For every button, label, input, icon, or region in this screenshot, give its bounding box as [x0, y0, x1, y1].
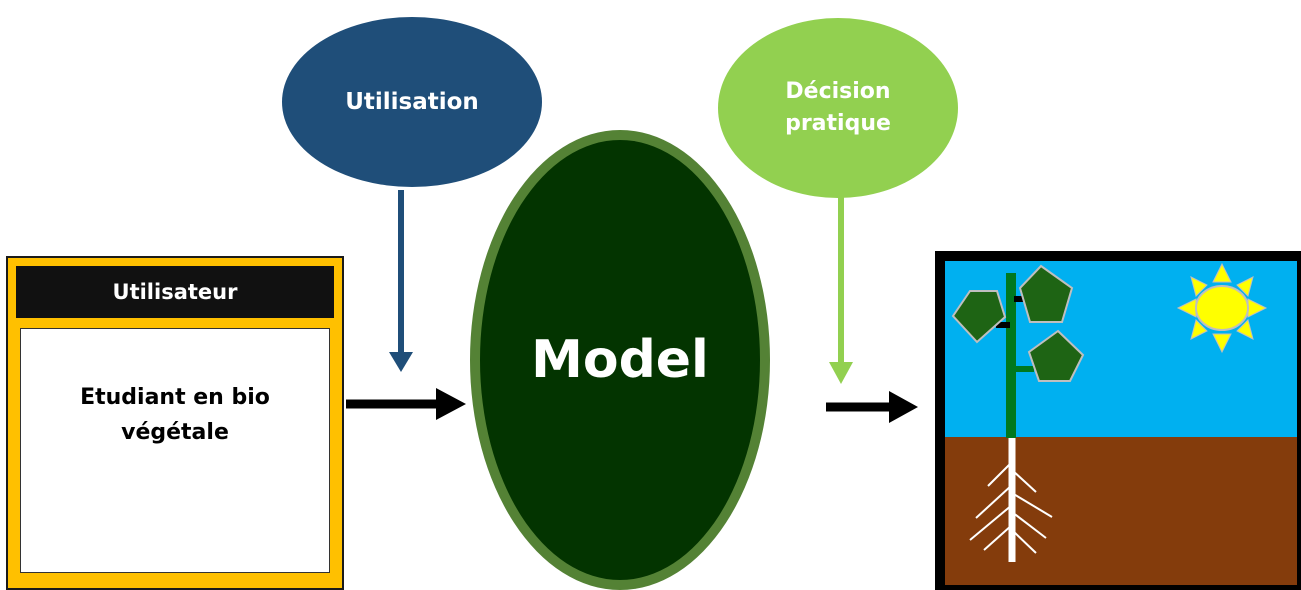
user-node: Utilisateur Etudiant en bio végétale [6, 256, 344, 590]
user-header-label: Utilisateur [112, 280, 238, 304]
soil [945, 437, 1297, 585]
connector-decision [829, 195, 853, 384]
stem [996, 273, 1034, 438]
sun-icon [1176, 262, 1268, 354]
model-node: Model [470, 130, 770, 590]
decision-label: Décision pratique [785, 79, 891, 136]
plant-illustration [935, 251, 1301, 590]
leaves [951, 264, 1085, 382]
roots [969, 438, 1053, 562]
user-body-label: Etudiant en bio végétale [80, 385, 270, 445]
utilisation-label: Utilisation [345, 89, 479, 115]
arrow-user-to-model [346, 388, 466, 420]
user-header: Utilisateur [16, 266, 334, 318]
model-label: Model [531, 330, 709, 390]
connector-utilisation [389, 190, 413, 372]
arrow-model-to-plant [826, 391, 918, 423]
utilisation-node: Utilisation [282, 17, 542, 187]
decision-node: Décision pratique [718, 18, 958, 198]
user-body: Etudiant en bio végétale [20, 328, 330, 573]
